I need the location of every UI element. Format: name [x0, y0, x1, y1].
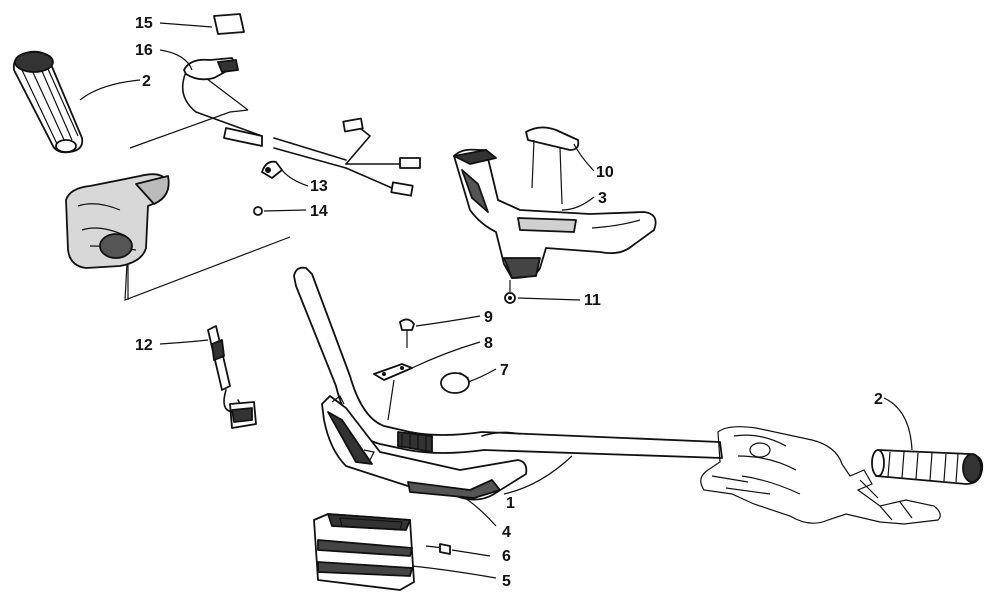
screw-6: [425, 543, 451, 555]
clamp-plate-8: [373, 363, 413, 421]
cover-plate: [525, 126, 580, 205]
callout-3: 3: [598, 190, 607, 207]
callout-7: 7: [500, 362, 509, 379]
brake-switch: [207, 325, 257, 429]
handlebar-cover: [453, 148, 657, 279]
bolt-9: [399, 318, 415, 348]
wire-clip: [261, 160, 283, 179]
riser-block: [313, 513, 415, 591]
callout-8: 8: [484, 335, 493, 352]
nut-11: [504, 280, 516, 304]
callout-15: 15: [135, 15, 153, 32]
leader-lines: [79, 22, 913, 579]
callout-16: 16: [135, 42, 153, 59]
decal-plate: [213, 13, 245, 35]
callout-11: 11: [584, 292, 601, 309]
callout-2-right: 2: [874, 391, 883, 408]
callout-13: 13: [310, 178, 328, 195]
wire-harness: [181, 57, 421, 197]
left-control-housing: [65, 173, 170, 269]
callout-9: 9: [484, 309, 493, 326]
handlebar-mount: [321, 395, 528, 501]
callout-5: 5: [502, 573, 511, 590]
left-grip: [12, 50, 84, 154]
callout-12: 12: [135, 337, 153, 354]
right-grip: [871, 449, 984, 485]
callout-2-left: 2: [142, 73, 151, 90]
callout-10: 10: [596, 164, 614, 181]
callout-4: 4: [502, 524, 511, 541]
hose-clamp-7: [440, 372, 470, 394]
callout-14: 14: [310, 203, 328, 220]
callout-6: 6: [502, 548, 511, 565]
right-control-housing: [700, 426, 941, 525]
callout-labels: 15 16 2 10 3 13 14 11 9 8 7 12 2 1 4 6 5: [135, 15, 883, 590]
callout-1: 1: [506, 495, 515, 512]
screw-14: [253, 206, 263, 216]
